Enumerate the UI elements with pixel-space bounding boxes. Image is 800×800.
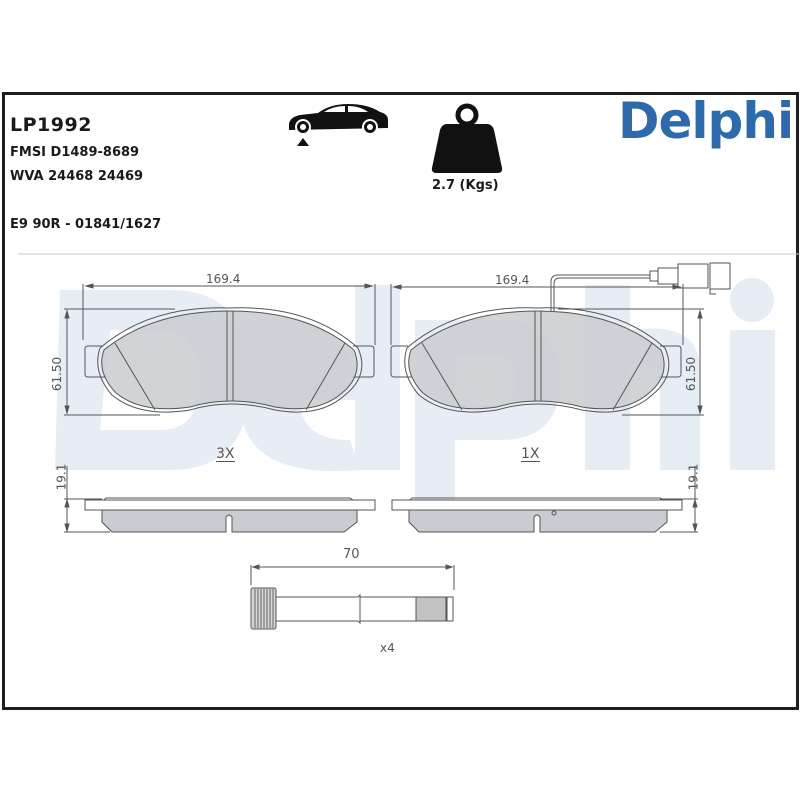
- right-pad-thickness-dim: 19.1: [686, 463, 701, 491]
- guide-pin: [250, 564, 455, 630]
- pin-length-dim: 70: [343, 547, 360, 562]
- pin-quantity: x4: [380, 641, 395, 655]
- left-pad-quantity: 3X: [216, 446, 235, 462]
- part-number: LP1992: [10, 114, 92, 136]
- brand-logo: Delphi: [618, 92, 794, 150]
- left-pad-front-view: [64, 283, 376, 416]
- wva-code: WVA 24468 24469: [10, 169, 144, 184]
- weight-icon: [431, 103, 503, 173]
- left-pad-side-view: [64, 466, 376, 533]
- weight-label: 2.7 (Kgs): [432, 178, 499, 193]
- left-pad-width-dim: 169.4: [206, 272, 241, 286]
- right-pad-height-dim: 61.50: [684, 356, 699, 392]
- left-pad-height-dim: 61.50: [50, 356, 65, 392]
- right-pad-side-view: [391, 466, 698, 533]
- left-pad-thickness-dim: 19.1: [54, 463, 69, 491]
- fmsi-code: FMSI D1489-8689: [10, 145, 140, 160]
- right-pad-width-dim: 169.4: [495, 273, 530, 287]
- car-front-axle-icon: [289, 104, 388, 146]
- right-pad-quantity: 1X: [521, 446, 540, 462]
- ece-approval: E9 90R - 01841/1627: [10, 217, 162, 232]
- right-pad-front-view: [390, 262, 731, 416]
